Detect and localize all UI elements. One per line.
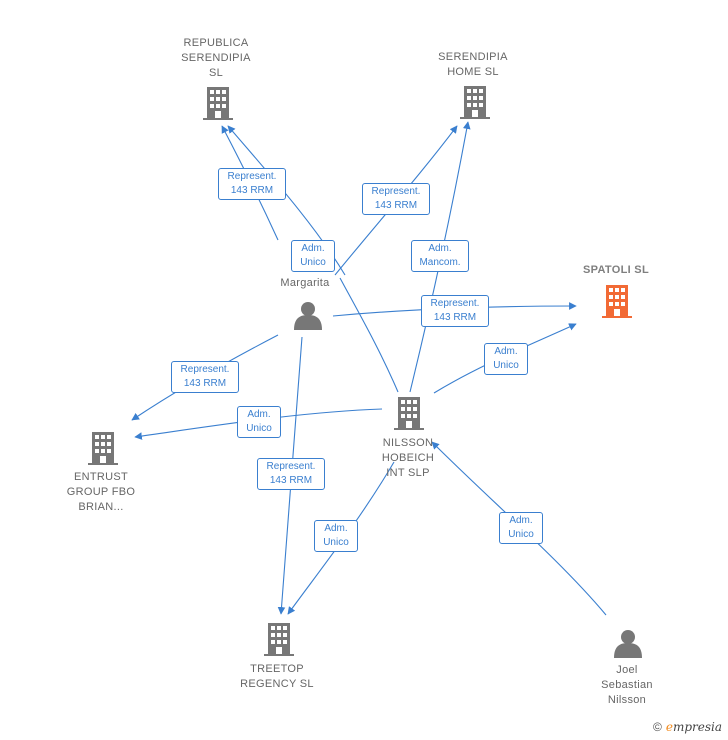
node-label-entrust[interactable]: ENTRUST GROUP FBO BRIAN...	[66, 471, 136, 513]
building-icon[interactable]	[88, 432, 118, 465]
edge-label-adm-republica[interactable]: Adm. Unico	[291, 240, 335, 272]
building-icon[interactable]	[264, 623, 294, 656]
edge-label-rep-serendipia[interactable]: Represent. 143 RRM	[362, 183, 430, 215]
edge-margarita-nilsson	[339, 277, 399, 393]
person-icon[interactable]	[294, 302, 322, 330]
building-icon[interactable]	[602, 285, 632, 318]
brand-rest: mpresia	[672, 720, 722, 734]
node-label-joel[interactable]: Joel Sebastian Nilsson	[601, 664, 653, 706]
copyright-symbol: ©	[652, 720, 662, 734]
node-label-treetop[interactable]: TREETOP REGENCY SL	[240, 663, 314, 690]
edge-label-adm-entrust[interactable]: Adm. Unico	[237, 406, 281, 438]
edge-label-adm-spatoli[interactable]: Adm. Unico	[484, 343, 528, 375]
node-label-spatoli[interactable]: SPATOLI SL	[583, 264, 649, 276]
brand-logo[interactable]: empresia	[666, 720, 722, 734]
brand-initial: e	[665, 720, 673, 734]
building-icon[interactable]	[203, 87, 233, 120]
node-label-republica[interactable]: REPUBLICA SERENDIPIA SL	[181, 37, 251, 79]
edge-label-rep-treetop[interactable]: Represent. 143 RRM	[257, 458, 325, 490]
edge-label-adm-treetop[interactable]: Adm. Unico	[314, 520, 358, 552]
building-icon[interactable]	[394, 397, 424, 430]
footer-brand: © empresia	[653, 720, 722, 734]
node-label-nilsson[interactable]: NILSSON HOBEICH INT SLP	[381, 437, 435, 479]
node-label-serendipia[interactable]: SERENDIPIA HOME SL	[438, 51, 508, 78]
edge-label-mancom-serendipia[interactable]: Adm. Mancom.	[411, 240, 469, 272]
building-icon[interactable]	[460, 86, 490, 119]
edge-label-rep-spatoli[interactable]: Represent. 143 RRM	[421, 295, 489, 327]
edge-label-rep-entrust[interactable]: Represent. 143 RRM	[171, 361, 239, 393]
person-icon[interactable]	[614, 630, 642, 658]
edge-label-rep-republica[interactable]: Represent. 143 RRM	[218, 168, 286, 200]
edge-label-adm-joel[interactable]: Adm. Unico	[499, 512, 543, 544]
